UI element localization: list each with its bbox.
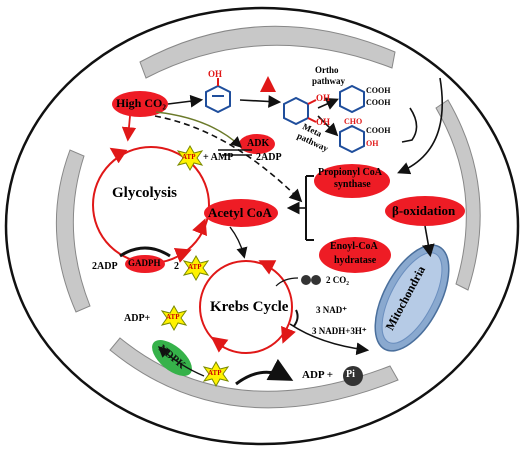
pi-circle [343,366,363,386]
enoyl-label-1: Enoyl-CoA [330,241,378,252]
catechol-molecule [283,96,317,126]
co2-dot [311,275,321,285]
ortho-product-molecule [339,84,365,114]
adk-oval [239,134,275,154]
propionyl-label-2: synthase [334,179,371,190]
atp-label: ATP [182,153,196,161]
propionyl-label-1: Propionyl CoA [318,167,382,178]
krebs-cycle [199,260,293,354]
two-right-label: 2 [174,261,179,272]
membrane-top [139,25,396,79]
pi-label: Pi [346,369,355,380]
co2-dot [301,275,311,285]
oh-label: OH [366,139,379,148]
ortho-label-2: pathway [312,76,346,86]
two-adp-left-label: 2ADP [92,261,118,272]
cooh-label: COOH [366,98,391,107]
amp-reaction-label: + AMP [203,152,234,163]
beta-oxidation-oval [385,196,465,226]
atp-label: ATP [188,263,202,271]
atp-label: ATP [166,313,180,321]
atp-burst-ndpk [160,304,188,332]
cooh-label: COOH [366,86,391,95]
beta-oxidation-label: β-oxidation [392,203,456,218]
phenol-oh-label: OH [208,69,223,79]
cooh-label: COOH [366,126,391,135]
two-adp-top-label: 2ADP [256,152,282,163]
gadph-label: GADPH [128,258,161,268]
ortho-label-1: Ortho [315,65,339,75]
krebs-cycle-label: Krebs Cycle [210,299,289,315]
gadph-oval [125,255,165,273]
adp-plus-label: ADP+ [124,313,151,324]
propionyl-oval [314,164,390,198]
membrane-bottom [109,337,399,409]
cell-outline [4,6,520,446]
mitochondria [374,244,450,352]
membrane-right [435,99,481,291]
atp-burst-bottom [202,360,230,388]
atp-burst-gadph [182,254,210,282]
atp-label: ATP [208,369,222,377]
adp-pi-label: ADP + [302,369,334,381]
acetyl-coa-label: Acetyl CoA [208,205,272,220]
phenol-molecule [205,78,231,114]
adk-label: ADK [247,138,270,149]
catechol-oh-label: OH [316,117,331,127]
acetyl-coa-oval [204,199,278,227]
three-nad-label: 3 NAD⁺ [316,305,347,315]
high-co2-oval [112,91,168,117]
membrane-left [55,149,91,313]
catechol-oh-label: OH [316,93,331,103]
enoyl-label-2: hydratase [334,255,377,266]
meta-product-molecule [339,124,365,154]
cho-label: CHO [344,117,363,126]
two-co2-label: 2 CO₂ [326,275,349,285]
high-co2-label: High CO₂ [116,96,166,110]
three-nadh-label: 3 NADH+3H⁺ [312,326,367,336]
glycolysis-label: Glycolysis [112,185,178,201]
enoyl-oval [319,237,391,273]
atp-burst-top [176,144,204,172]
